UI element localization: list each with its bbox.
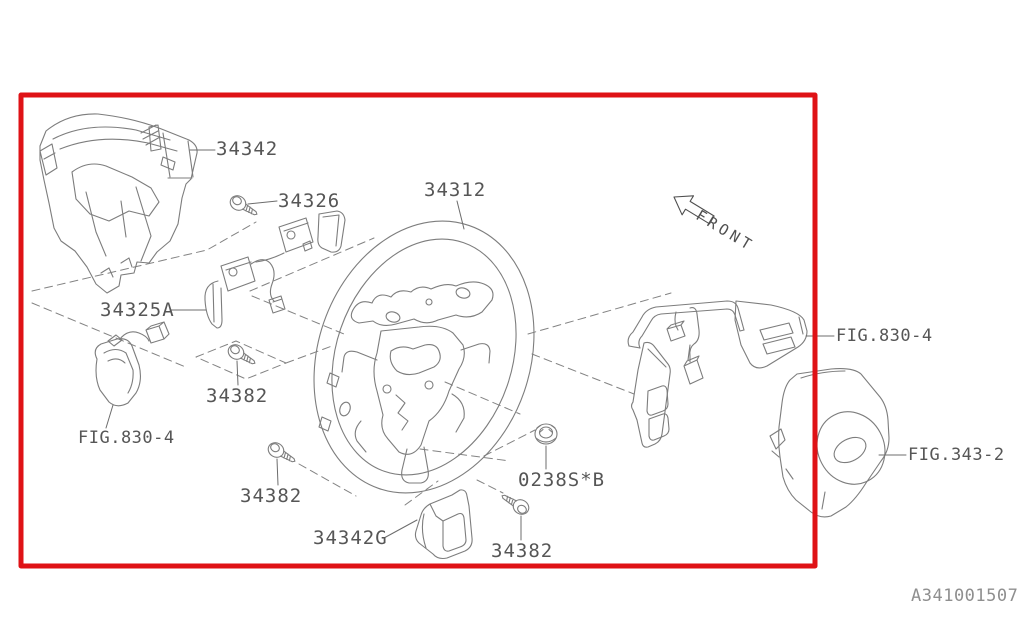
fig-ref-830-4-right: FIG.830-4 bbox=[836, 326, 933, 346]
part-label-34342G: 34342G bbox=[313, 527, 388, 549]
lower-bezel-switch-drawing bbox=[414, 489, 473, 560]
right-switch-assembly-drawing bbox=[627, 300, 808, 448]
screw-34382-c-icon bbox=[501, 494, 530, 515]
nut-0238s-icon bbox=[534, 423, 558, 445]
part-label-34342: 34342 bbox=[216, 138, 279, 160]
part-label-0238S-B: 0238S*B bbox=[518, 469, 606, 491]
front-arrow-icon bbox=[673, 195, 715, 225]
part-label-34382-a: 34382 bbox=[206, 385, 269, 407]
part-label-34382-b: 34382 bbox=[240, 485, 303, 507]
assembly-dashed-lines bbox=[31, 221, 672, 506]
left-switch-pod-drawing bbox=[94, 321, 170, 407]
fig-ref-830-4-left: FIG.830-4 bbox=[78, 428, 175, 448]
column-cover-drawing bbox=[39, 113, 198, 294]
screw-34382-b-icon bbox=[267, 442, 296, 463]
part-label-34326: 34326 bbox=[278, 190, 341, 212]
airbag-module-drawing bbox=[769, 368, 890, 518]
highlight-border bbox=[18, 92, 818, 569]
screw-34326-icon bbox=[229, 195, 258, 216]
diagram-code: A341001507 bbox=[911, 586, 1019, 606]
leader-lines bbox=[105, 149, 907, 541]
screw-34382-a-icon bbox=[227, 344, 256, 365]
paddle-shifter-drawing bbox=[204, 210, 346, 329]
fig-ref-343-2: FIG.343-2 bbox=[908, 445, 1005, 465]
part-label-34312: 34312 bbox=[424, 179, 487, 201]
part-label-34382-c: 34382 bbox=[491, 540, 554, 562]
steering-wheel-drawing bbox=[313, 220, 535, 494]
part-label-34325A: 34325A bbox=[100, 299, 175, 321]
